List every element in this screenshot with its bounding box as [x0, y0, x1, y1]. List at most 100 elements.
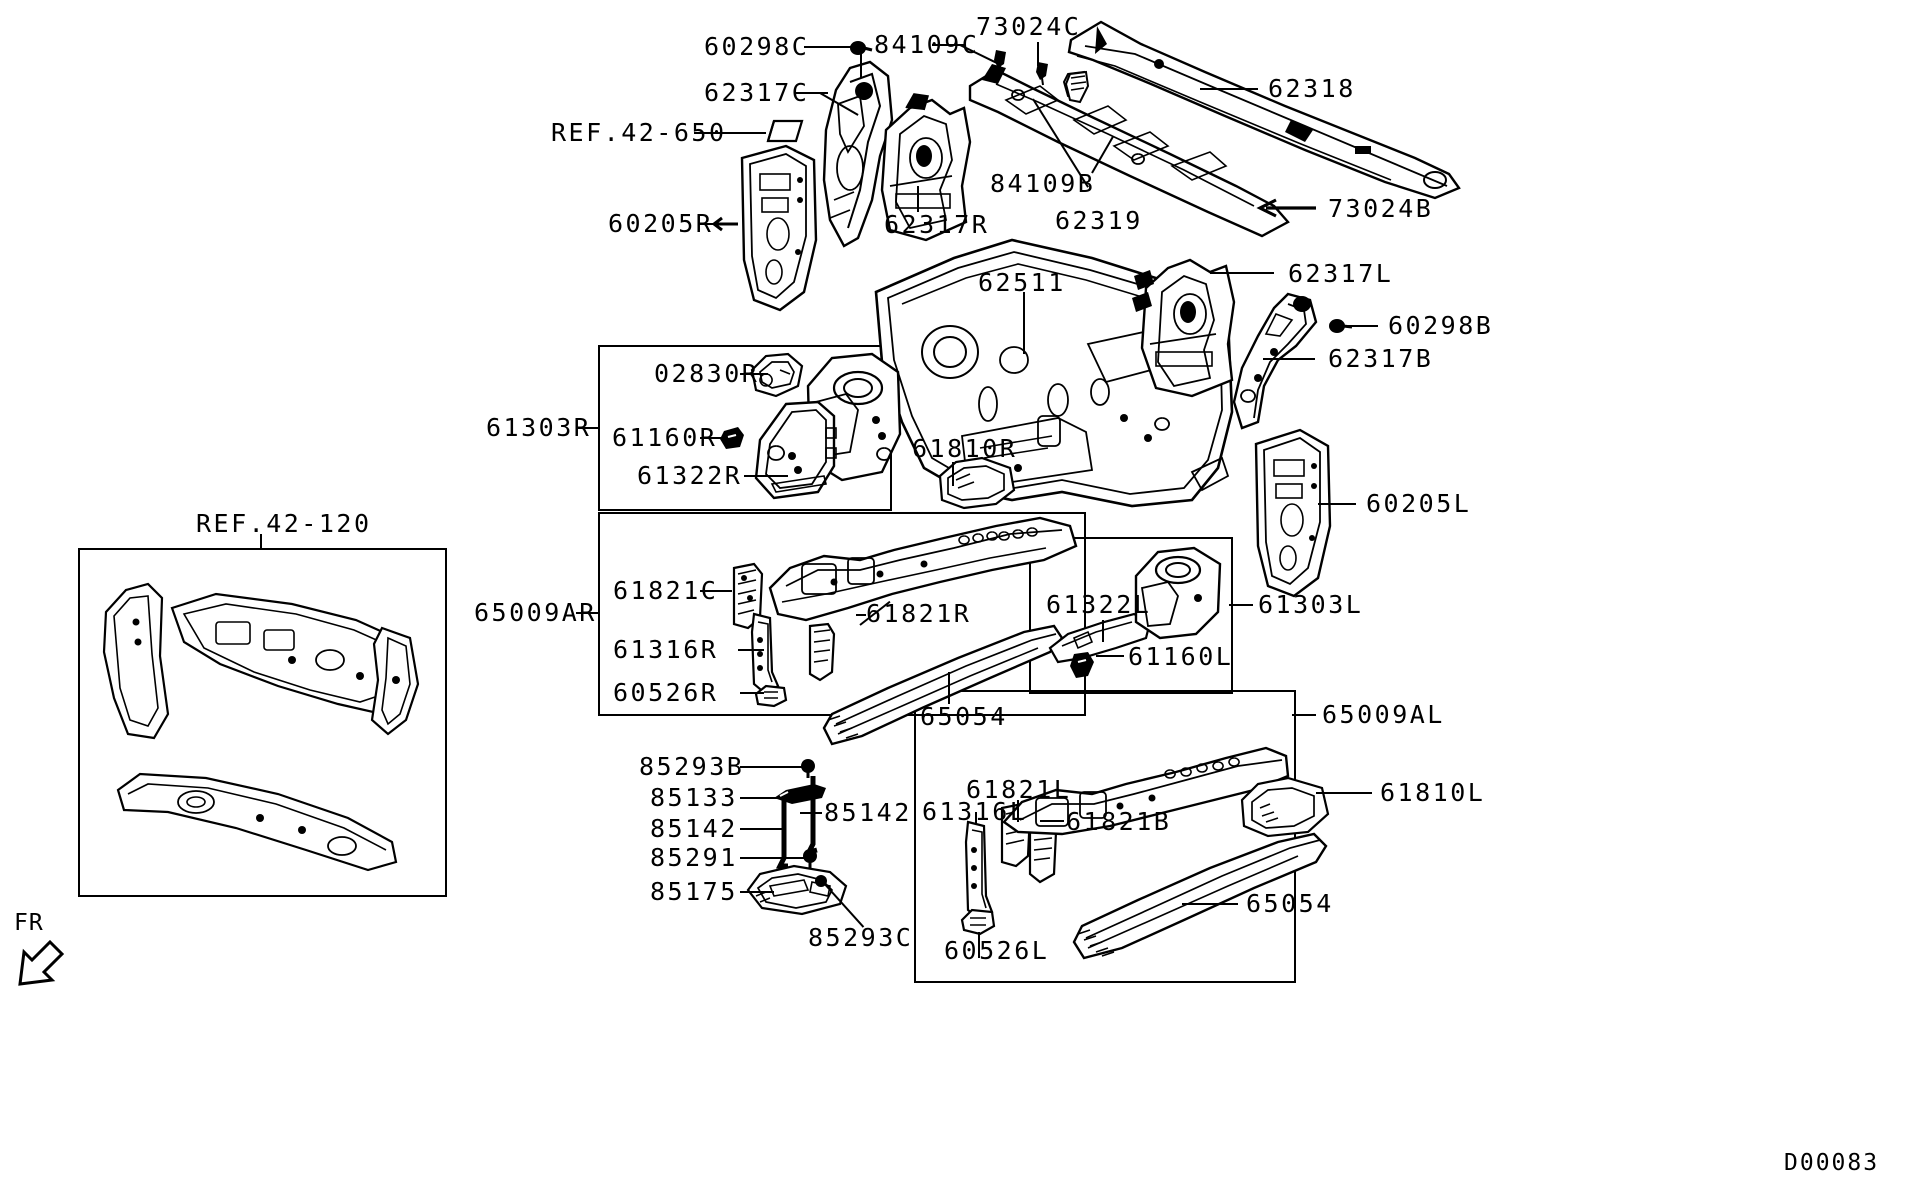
part-60526L-nut: [958, 908, 998, 936]
callout-61160R: 61160R: [612, 423, 718, 452]
callout-62317R: 62317R: [884, 210, 990, 239]
leader-85293B: [740, 766, 806, 768]
part-85175-wiper-motor: [742, 862, 852, 918]
callout-73024C: 73024C: [976, 12, 1082, 41]
callout-61316R: 61316R: [613, 635, 719, 664]
callout-60205L: 60205L: [1366, 489, 1472, 518]
part-ref-42-120-upper-support: [96, 568, 426, 768]
part-85293B-screw: [798, 758, 818, 780]
callout-60205R: 60205R: [608, 209, 714, 238]
part-61160L: [1068, 650, 1096, 680]
leader-60298C: [804, 46, 856, 48]
part-62317R: [866, 90, 986, 250]
leader-62317B: [1263, 358, 1315, 360]
callout-61322R: 61322R: [637, 461, 743, 490]
part-02830R: [746, 352, 806, 400]
part-60205R: [728, 140, 828, 318]
leader-61160L: [1096, 655, 1124, 657]
leader-85133: [740, 797, 780, 799]
part-65054-middle: [818, 620, 1068, 750]
callout-60298B: 60298B: [1388, 311, 1494, 340]
leader-85175: [740, 891, 774, 893]
part-60526R: [752, 684, 790, 708]
callout-85175: 85175: [650, 877, 738, 906]
leader-61821B: [1040, 820, 1064, 822]
leader-61316R: [738, 649, 764, 651]
callout-85142-right: 85142: [824, 798, 912, 827]
leader-60526L: [978, 932, 980, 958]
callout-61821R: 61821R: [866, 599, 972, 628]
part-61821C: [728, 562, 766, 632]
part-65009AL-member: [1000, 710, 1290, 838]
part-65054-bottom: [1068, 830, 1338, 964]
leader-62317C: [794, 92, 828, 94]
leader-62318: [1200, 88, 1258, 90]
leader-65054-middle: [948, 672, 950, 704]
callout-85291: 85291: [650, 843, 738, 872]
callout-61810L: 61810L: [1380, 778, 1486, 807]
part-84109C-clip2: [1032, 58, 1054, 86]
part-62317C: [800, 60, 910, 250]
leader-ref-42-120: [260, 534, 262, 550]
callout-85293B: 85293B: [639, 752, 745, 781]
leader-62317L: [1210, 272, 1274, 274]
part-62317L: [1128, 254, 1248, 404]
leader-61322R: [744, 475, 788, 477]
callout-61316L: 61316L: [922, 797, 1028, 826]
leader-61810R: [952, 462, 954, 486]
leader-ref-42-650: [694, 132, 766, 134]
leader-61821R-h: [856, 614, 866, 616]
leader-85142-left: [740, 828, 784, 830]
leader-60205R-arrow: [711, 215, 738, 237]
callout-62317L: 62317L: [1288, 259, 1394, 288]
leader-73024B-arrow: [1256, 198, 1318, 222]
leader-60205L: [1318, 503, 1356, 505]
part-85142-rod-left: [775, 800, 792, 869]
part-61322R: [746, 400, 846, 504]
leader-61821C: [700, 590, 732, 592]
callout-62317C: 62317C: [704, 78, 810, 107]
leader-85291: [740, 857, 806, 859]
part-61810L-bracket: [1236, 776, 1334, 844]
leader-60298C-drop: [860, 48, 862, 78]
callout-60526R: 60526R: [613, 678, 719, 707]
leader-61303L: [1229, 604, 1253, 606]
leader-61160R: [700, 437, 726, 439]
leader-85142-right: [800, 812, 822, 814]
group-label-61303L: 61303L: [1258, 590, 1364, 619]
part-61821R-bracket: [806, 622, 836, 684]
callout-84109B: 84109B: [990, 169, 1096, 198]
callout-85293C: 85293C: [808, 923, 914, 952]
group-box-ref-42-120: [78, 548, 447, 897]
leader-02830R: [740, 373, 768, 375]
group-label-61303R: 61303R: [486, 413, 592, 442]
leader-61821L: [1017, 800, 1019, 822]
callout-61821B: 61821B: [1066, 807, 1172, 836]
part-73024C-seal: [1062, 70, 1094, 114]
group-box-61303L: [1029, 537, 1233, 694]
orientation-arrow-icon: [10, 936, 68, 994]
leader-73024C: [1037, 42, 1039, 66]
callout-85142-left: 85142: [650, 814, 738, 843]
part-61316R: [746, 612, 780, 698]
part-62319: [962, 62, 1302, 252]
callout-65054-middle: 65054: [920, 702, 1008, 731]
callout-85133: 85133: [650, 783, 738, 812]
diagram-id: D00083: [1784, 1150, 1880, 1176]
part-60205L: [1242, 424, 1342, 604]
callout-61160L: 61160L: [1128, 642, 1234, 671]
group-label-65009AR: 65009AR: [474, 598, 597, 627]
callout-61821L: 61821L: [966, 775, 1072, 804]
part-61160R: [718, 425, 746, 451]
part-61303L-assembly: [1120, 540, 1230, 648]
leader-65054-bottom: [1182, 903, 1238, 905]
leader-62511: [1023, 292, 1025, 354]
leader-65009AR: [576, 612, 600, 614]
callout-73024B: 73024B: [1328, 194, 1434, 223]
part-ref-42-650-plate: [762, 117, 808, 151]
leader-62317R: [917, 186, 919, 212]
part-62318: [1055, 10, 1475, 205]
leader-60298B: [1348, 325, 1378, 327]
orientation-label: FR: [14, 910, 44, 936]
